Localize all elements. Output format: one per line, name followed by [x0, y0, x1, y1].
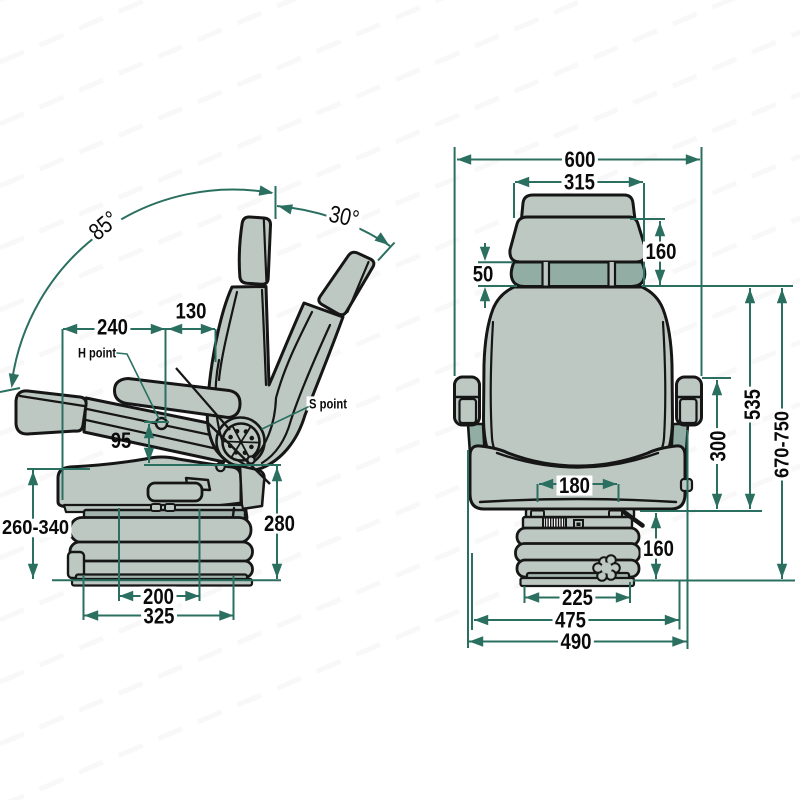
svg-text:95: 95 — [111, 428, 132, 453]
svg-text:670-750: 670-750 — [772, 411, 794, 478]
svg-text:130: 130 — [176, 299, 207, 324]
svg-text:300: 300 — [706, 431, 731, 462]
svg-text:475: 475 — [555, 608, 586, 633]
svg-text:490: 490 — [561, 629, 592, 654]
svg-text:H point: H point — [78, 345, 116, 361]
svg-text:240: 240 — [97, 315, 128, 340]
svg-text:50: 50 — [473, 262, 494, 287]
svg-text:160: 160 — [643, 536, 674, 561]
svg-text:260-340: 260-340 — [2, 517, 69, 539]
svg-text:600: 600 — [565, 147, 596, 172]
svg-text:S point: S point — [309, 396, 347, 412]
svg-text:160: 160 — [646, 239, 677, 264]
svg-text:30°: 30° — [327, 201, 362, 234]
svg-text:315: 315 — [564, 170, 595, 195]
svg-text:280: 280 — [264, 511, 295, 536]
svg-text:180: 180 — [559, 473, 590, 498]
svg-text:225: 225 — [562, 585, 593, 610]
svg-text:325: 325 — [144, 604, 175, 629]
svg-text:200: 200 — [143, 584, 174, 609]
svg-text:535: 535 — [740, 389, 765, 420]
